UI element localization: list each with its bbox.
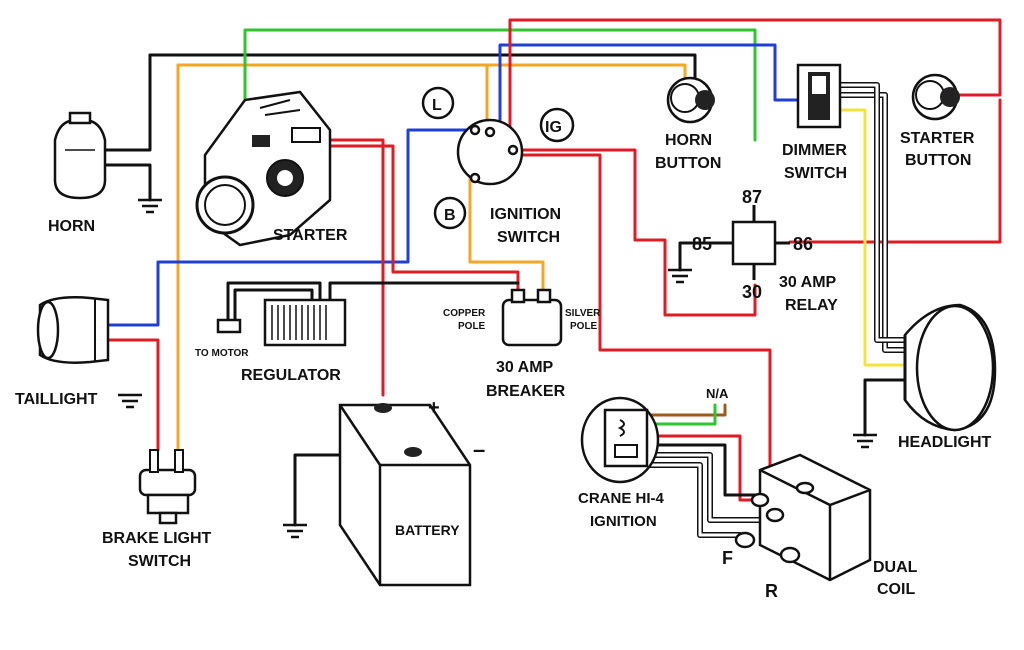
label-horn: HORN: [48, 218, 95, 235]
label-breaker-2: BREAKER: [486, 383, 566, 400]
wire-blue: [108, 43, 802, 327]
label-ig: IG: [545, 119, 562, 136]
label-crane-2: IGNITION: [590, 513, 657, 530]
ground-relay: [668, 268, 692, 284]
wire-green: [243, 28, 757, 142]
wire-black-relay85: [678, 241, 722, 272]
label-l: L: [432, 97, 442, 114]
wire-black-reg3: [328, 281, 520, 302]
wire-black-reg2: [233, 288, 314, 322]
wire-white-headlight-1: [837, 92, 908, 353]
wire-black-reg: [226, 281, 322, 322]
wire-white-headlight-1b: [838, 93, 907, 352]
wire-red-starter: [316, 138, 385, 397]
label-ignition-switch-1: IGNITION: [490, 206, 561, 223]
wire-green-na: [646, 403, 717, 426]
label-dimmer-2: SWITCH: [784, 165, 847, 182]
label-horn-button-2: BUTTON: [655, 155, 721, 172]
relay-icon: [720, 205, 790, 280]
brake-switch-icon: [138, 449, 197, 525]
label-silver-2: POLE: [570, 321, 598, 332]
wires: [103, 18, 1002, 538]
horn-icon: [53, 111, 107, 200]
dual-coil-icon: [734, 453, 872, 582]
starter-button-icon: [911, 73, 960, 121]
label-battery: BATTERY: [395, 522, 460, 538]
label-relay-name-1: 30 AMP: [779, 274, 837, 291]
label-relay-87: 87: [742, 187, 762, 207]
label-breaker-1: 30 AMP: [496, 359, 554, 376]
wire-orange-brake: [176, 63, 687, 452]
wire-black-horn: [103, 53, 697, 152]
battery-icon: [338, 403, 472, 587]
label-crane-1: CRANE HI-4: [578, 490, 664, 507]
label-minus: –: [473, 437, 485, 462]
label-b: B: [444, 207, 456, 224]
wire-black-horn-gnd: [103, 163, 152, 202]
ground-horn: [138, 198, 162, 214]
label-copper-1: COPPER: [443, 308, 486, 319]
ignition-switch-icon: [456, 118, 524, 186]
wire-red-ig: [518, 148, 757, 317]
wire-black-coil: [646, 443, 762, 497]
label-ignition-switch-2: SWITCH: [497, 229, 560, 246]
wire-brown-na: [646, 403, 727, 417]
label-coil-2: COIL: [877, 581, 915, 598]
crane-ignition-icon: [580, 396, 660, 484]
label-taillight: TAILLIGHT: [15, 391, 98, 408]
ign-ig-badge: [539, 107, 575, 143]
label-brake-1: BRAKE LIGHT: [102, 530, 212, 547]
ground-headlight: [853, 433, 877, 449]
label-starter-button-1: STARTER: [900, 130, 975, 147]
labels: HORN STARTER L B IG IGNITION SWITCH HORN…: [15, 97, 992, 601]
wire-red-top: [508, 18, 1002, 152]
label-copper-2: POLE: [458, 321, 486, 332]
wire-red-starter2: [316, 144, 520, 294]
ign-l-badge: [421, 86, 455, 120]
label-relay-name-2: RELAY: [785, 297, 838, 314]
label-regulator: REGULATOR: [241, 367, 341, 384]
starter-icon: [195, 90, 332, 247]
wire-white-coil-bb: [646, 463, 742, 537]
label-relay-30: 30: [742, 282, 762, 302]
label-brake-2: SWITCH: [128, 553, 191, 570]
label-to-motor: TO MOTOR: [195, 348, 249, 359]
wire-red-ig2: [518, 153, 772, 502]
label-horn-button-1: HORN: [665, 132, 712, 149]
wire-red-brake: [108, 338, 160, 452]
label-relay-85: 85: [692, 234, 712, 254]
headlight-icon: [903, 303, 997, 432]
wire-yellow-headlight: [838, 108, 907, 367]
label-starter-button-2: BUTTON: [905, 152, 971, 169]
horn-button-icon: [666, 76, 715, 124]
breaker-icon: [501, 288, 563, 347]
ground-battery: [283, 523, 307, 539]
label-dimmer-1: DIMMER: [782, 142, 847, 159]
regulator-icon: [216, 298, 347, 347]
wire-white-headlight-2b: [838, 83, 907, 342]
dimmer-switch-icon: [796, 63, 842, 129]
label-relay-86: 86: [793, 234, 813, 254]
wire-white-coil-ab: [646, 453, 767, 522]
wire-white-headlight-2: [837, 82, 908, 343]
label-starter: STARTER: [273, 227, 348, 244]
label-r: R: [765, 581, 778, 601]
label-plus: +: [428, 397, 440, 419]
wire-orange-breaker: [468, 176, 545, 294]
label-silver-1: SILVER: [565, 308, 601, 319]
wire-black-headlight: [863, 378, 907, 437]
ground-taillight: [118, 393, 142, 409]
label-headlight: HEADLIGHT: [898, 434, 992, 451]
taillight-icon: [36, 296, 110, 364]
ground-symbols: [118, 198, 877, 539]
ign-b-badge: [433, 196, 467, 230]
label-na: N/A: [706, 386, 729, 401]
label-coil-1: DUAL: [873, 559, 918, 576]
label-f: F: [722, 548, 733, 568]
wire-red-relay86: [788, 98, 1002, 244]
